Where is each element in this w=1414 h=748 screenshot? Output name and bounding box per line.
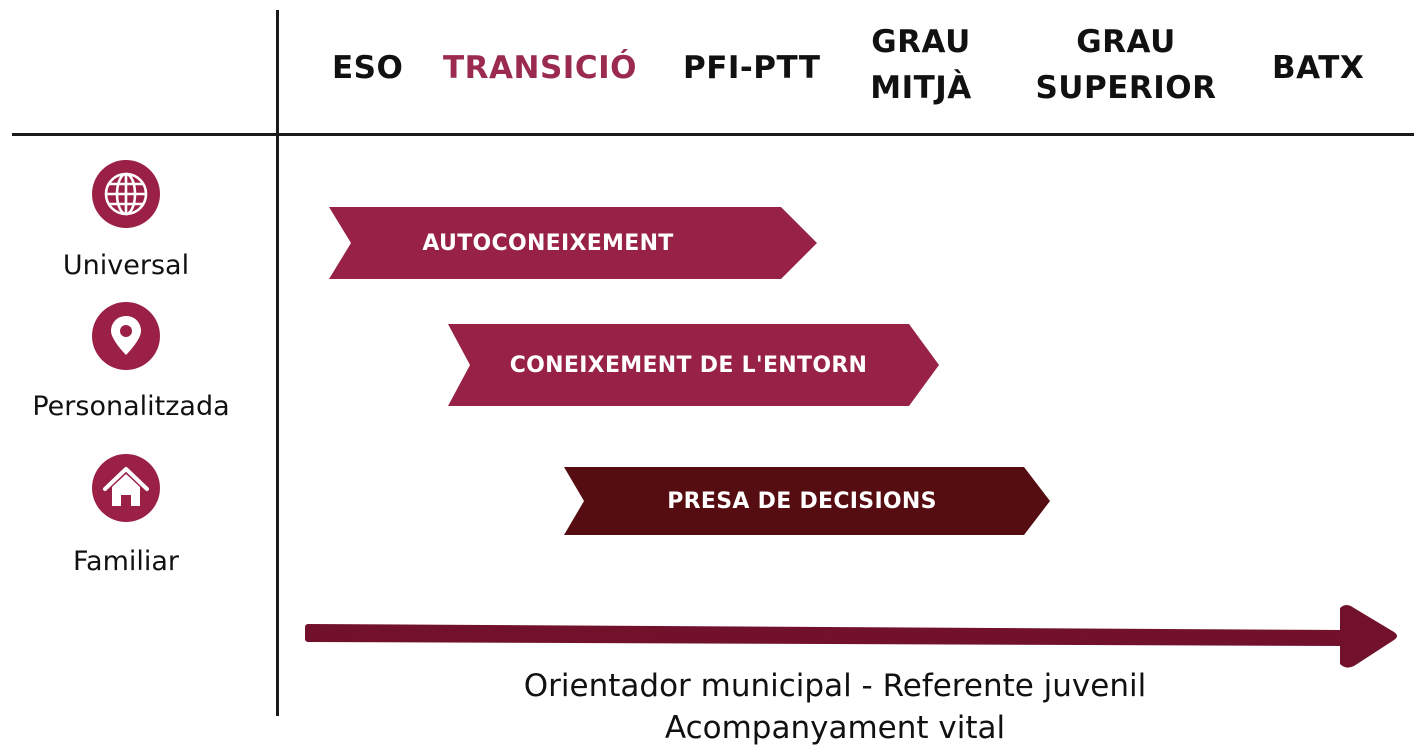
band-presa-decisions-label: PRESA DE DECISIONS (667, 488, 937, 514)
column-header-grau-superior: GRAU SUPERIOR (1020, 24, 1232, 106)
column-header-eso: ESO (332, 50, 403, 86)
column-grau-mitja-line1: GRAU (871, 24, 971, 60)
column-pfi-label: PFI-PTT (683, 50, 821, 86)
home-icon (92, 454, 160, 522)
footer-line-acompanyament: Acompanyament vital (664, 710, 1006, 746)
band-presa-decisions: PRESA DE DECISIONS (564, 467, 1050, 535)
band-autoconeixement: AUTOCONEIXEMENT (329, 207, 817, 279)
band-coneixement-entorn: CONEIXEMENT DE L'ENTORN (448, 324, 939, 406)
map-pin-icon (92, 302, 160, 370)
column-grau-mitja-line2: MITJÀ (870, 70, 972, 106)
row-label-familiar: Familiar (72, 546, 180, 577)
column-grau-superior-line1: GRAU (1076, 24, 1176, 60)
band-autoconeixement-label: AUTOCONEIXEMENT (422, 230, 674, 256)
column-transicio-label: TRANSICIÓ (443, 50, 637, 86)
timeline-arrow (305, 605, 1397, 668)
column-grau-superior-line2: SUPERIOR (1035, 70, 1217, 106)
column-batx-label: BATX (1272, 50, 1365, 86)
horizontal-divider (12, 133, 1414, 136)
column-header-grau-mitja: GRAU MITJÀ (858, 24, 984, 106)
globe-icon (92, 160, 160, 228)
column-header-transicio: TRANSICIÓ (443, 50, 637, 86)
band-coneixement-entorn-label: CONEIXEMENT DE L'ENTORN (509, 352, 868, 378)
row-label-universal: Universal (62, 250, 190, 281)
column-header-batx: BATX (1272, 50, 1364, 86)
footer-line-orientador: Orientador municipal - Referente juvenil (523, 668, 1147, 704)
column-eso-label: ESO (332, 50, 404, 86)
row-label-personalitzada: Personalitzada (32, 391, 230, 422)
vertical-divider (276, 10, 279, 716)
column-header-pfi-ptt: PFI-PTT (683, 50, 821, 86)
